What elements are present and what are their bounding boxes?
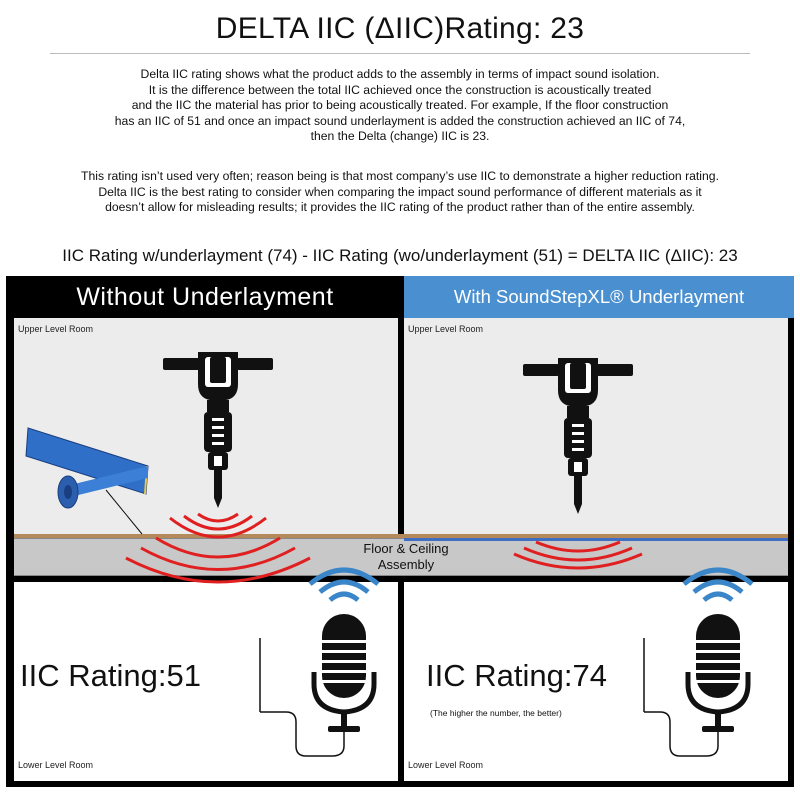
rating-right: IIC Rating:74 xyxy=(426,658,607,693)
mic-cables xyxy=(259,638,719,757)
wood-floor-strip xyxy=(14,534,788,538)
intro-line: has an IIC of 51 and once an impact soun… xyxy=(114,113,686,128)
impact-sound-waves-right xyxy=(513,540,643,570)
rating-left: IIC Rating:51 xyxy=(20,658,201,693)
header-with-underlayment: With SoundStepXL® Underlayment xyxy=(404,276,794,318)
floor-label-line: Floor & Ceiling xyxy=(363,541,449,556)
room-label: Upper Level Room xyxy=(18,324,94,334)
page-title: DELTA IIC (ΔIIC)Rating: 23 xyxy=(215,12,585,45)
jackhammer-icon xyxy=(523,358,633,514)
underlayment-layer xyxy=(404,538,788,541)
room-label: Upper Level Room xyxy=(408,324,484,334)
floor-ceiling-assembly xyxy=(14,538,788,576)
header-without-underlayment: Without Underlayment xyxy=(6,276,404,318)
intro-line: and the IIC the material has prior to be… xyxy=(131,98,669,113)
comparison-panel: Without Underlayment With SoundStepXL® U… xyxy=(6,276,794,787)
room-label: Lower Level Room xyxy=(18,760,94,770)
floor-label-line: Assembly xyxy=(377,557,435,572)
underlayment-roll-icon xyxy=(25,427,149,535)
floor-ceiling-label: Floor & Ceiling Assembly xyxy=(306,541,506,573)
intro-line: Delta IIC rating shows what the product … xyxy=(140,67,660,81)
jackhammer-icon xyxy=(163,352,273,508)
rating-note: (The higher the number, the better) xyxy=(430,708,562,718)
second-line: Delta IIC is the best rating to consider… xyxy=(98,184,702,199)
second-line: This rating isn’t used very often; reaso… xyxy=(81,169,719,183)
intro-paragraph: Delta IIC rating shows what the product … xyxy=(30,67,770,145)
microphone-icon xyxy=(684,570,752,732)
intro-line: then the Delta (change) IIC is 23. xyxy=(310,129,490,144)
second-line: doesn’t allow for misleading results; it… xyxy=(105,200,695,215)
microphone-icon xyxy=(310,570,378,732)
room-label: Lower Level Room xyxy=(408,760,484,770)
illustration-overlay xyxy=(25,352,794,757)
title-divider xyxy=(50,53,750,54)
impact-sound-waves-left xyxy=(125,512,311,584)
second-paragraph: This rating isn’t used very often; reaso… xyxy=(30,169,770,216)
intro-line: It is the difference between the total I… xyxy=(148,82,652,97)
formula-line: IIC Rating w/underlayment (74) - IIC Rat… xyxy=(62,246,738,265)
